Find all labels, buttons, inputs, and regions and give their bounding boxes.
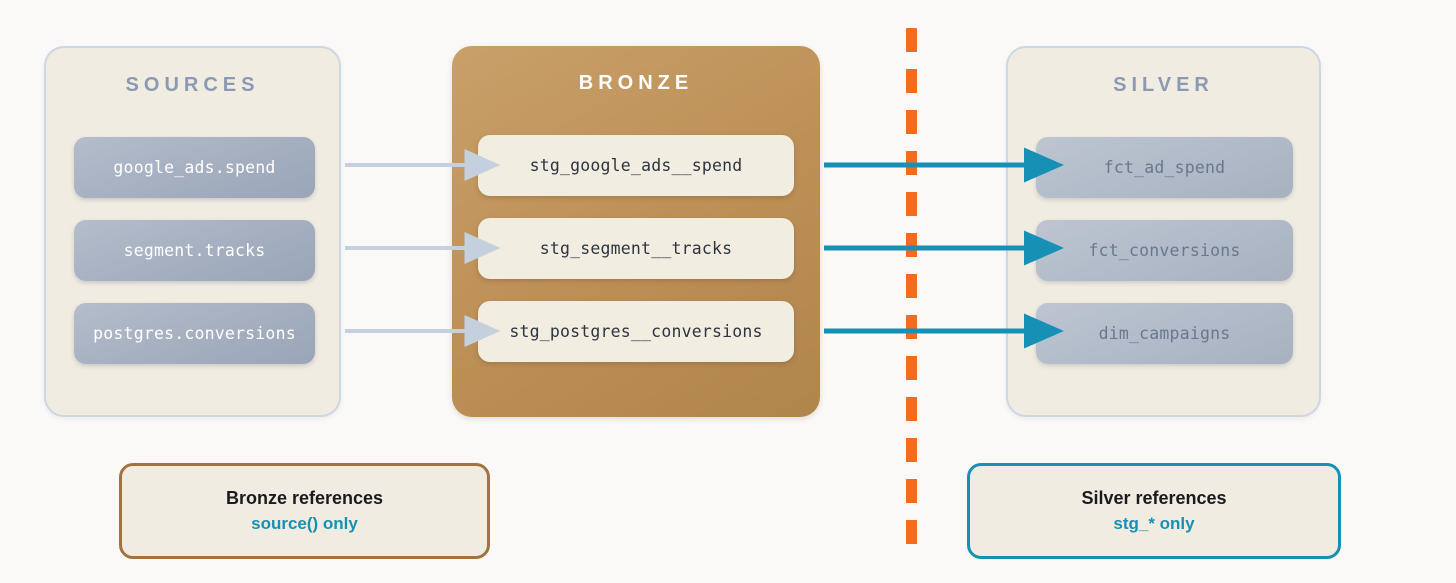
legend-bronze-subtitle: source() only: [251, 514, 358, 533]
legend-silver-subtitle: stg_* only: [1113, 514, 1195, 533]
legend-silver-references: Silver references stg_* only: [967, 463, 1341, 559]
legend-silver-title: Silver references: [1081, 488, 1227, 508]
panel-title-sources: SOURCES: [125, 74, 260, 96]
node-bronze-stg-google-ads-spend[interactable]: stg_google_ads__spend: [478, 135, 794, 196]
node-bronze-stg-segment-tracks[interactable]: stg_segment__tracks: [478, 218, 794, 279]
panel-bronze: BRONZE stg_google_ads__spend stg_segment…: [452, 46, 820, 417]
node-bronze-stg-postgres-conversions[interactable]: stg_postgres__conversions: [478, 301, 794, 362]
node-silver-dim-campaigns[interactable]: dim_campaigns: [1036, 303, 1293, 364]
panel-sources: SOURCES google_ads.spend segment.tracks …: [44, 46, 341, 417]
node-sources-postgres-conversions[interactable]: postgres.conversions: [74, 303, 315, 364]
legend-bronze-title: Bronze references: [225, 488, 384, 508]
legend-bronze-references: Bronze references source() only: [119, 463, 490, 559]
node-silver-fct-conversions[interactable]: fct_conversions: [1036, 220, 1293, 281]
node-sources-segment-tracks[interactable]: segment.tracks: [74, 220, 315, 281]
panel-title-bronze: BRONZE: [578, 72, 694, 94]
panel-title-silver: SILVER: [1113, 74, 1214, 96]
node-silver-fct-ad-spend[interactable]: fct_ad_spend: [1036, 137, 1293, 198]
node-sources-google-ads-spend[interactable]: google_ads.spend: [74, 137, 315, 198]
bronze-silver-divider-dashed-line: [906, 28, 917, 550]
